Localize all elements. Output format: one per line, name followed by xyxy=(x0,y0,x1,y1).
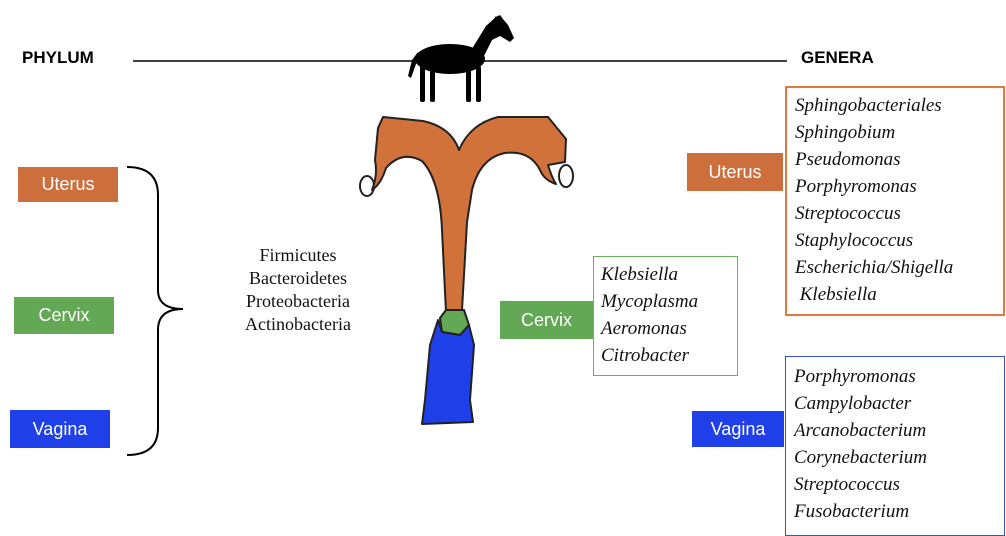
horse-icon xyxy=(408,15,514,102)
genus-item: Mycoplasma xyxy=(601,288,737,315)
genus-item: Sphingobacteriales xyxy=(795,92,1003,119)
genus-item: Porphyromonas xyxy=(795,173,1003,200)
phylum-item: Firmicutes xyxy=(218,244,378,267)
genus-item: Fusobacterium xyxy=(794,498,1004,525)
left-ovary xyxy=(360,176,374,196)
genus-item: Arcanobacterium xyxy=(794,417,1004,444)
genus-item: Aeromonas xyxy=(601,315,737,342)
cervix-label-mid: Cervix xyxy=(500,301,593,339)
uterus-genera-box: Sphingobacteriales Sphingobium Pseudomon… xyxy=(785,86,1005,316)
cervix-label-left: Cervix xyxy=(14,297,114,334)
genus-item: Klebsiella xyxy=(601,261,737,288)
phylum-item: Bacteroidetes xyxy=(218,267,378,290)
phylum-header: PHYLUM xyxy=(22,48,94,68)
vagina-genera-box: Porphyromonas Campylobacter Arcanobacter… xyxy=(785,356,1005,536)
vagina-shape xyxy=(422,320,474,424)
uterus-label-left: Uterus xyxy=(18,167,118,202)
genus-item: Campylobacter xyxy=(794,390,1004,417)
genus-item: Streptococcus xyxy=(794,471,1004,498)
uterus-shape xyxy=(372,117,566,312)
uterus-label-right: Uterus xyxy=(687,153,783,191)
genus-item: Corynebacterium xyxy=(794,444,1004,471)
genus-item: Porphyromonas xyxy=(794,363,1004,390)
genus-item: Escherichia/Shigella xyxy=(795,254,1003,281)
phylum-item: Actinobacteria xyxy=(218,313,378,336)
vagina-label-right: Vagina xyxy=(692,411,784,447)
right-ovary xyxy=(559,165,573,187)
genera-header: GENERA xyxy=(801,48,874,68)
genus-item: Klebsiella xyxy=(795,281,1003,308)
cervix-genera-box: Klebsiella Mycoplasma Aeromonas Citrobac… xyxy=(593,256,738,376)
phyla-list: Firmicutes Bacteroidetes Proteobacteria … xyxy=(218,244,378,336)
vagina-label-left: Vagina xyxy=(10,410,110,448)
phylum-item: Proteobacteria xyxy=(218,290,378,313)
genus-item: Pseudomonas xyxy=(795,146,1003,173)
genus-item: Sphingobium xyxy=(795,119,1003,146)
genus-item: Staphylococcus xyxy=(795,227,1003,254)
genus-item: Streptococcus xyxy=(795,200,1003,227)
genus-item: Citrobacter xyxy=(601,342,737,369)
brace xyxy=(127,167,183,455)
reproductive-tract-icon xyxy=(360,117,573,424)
